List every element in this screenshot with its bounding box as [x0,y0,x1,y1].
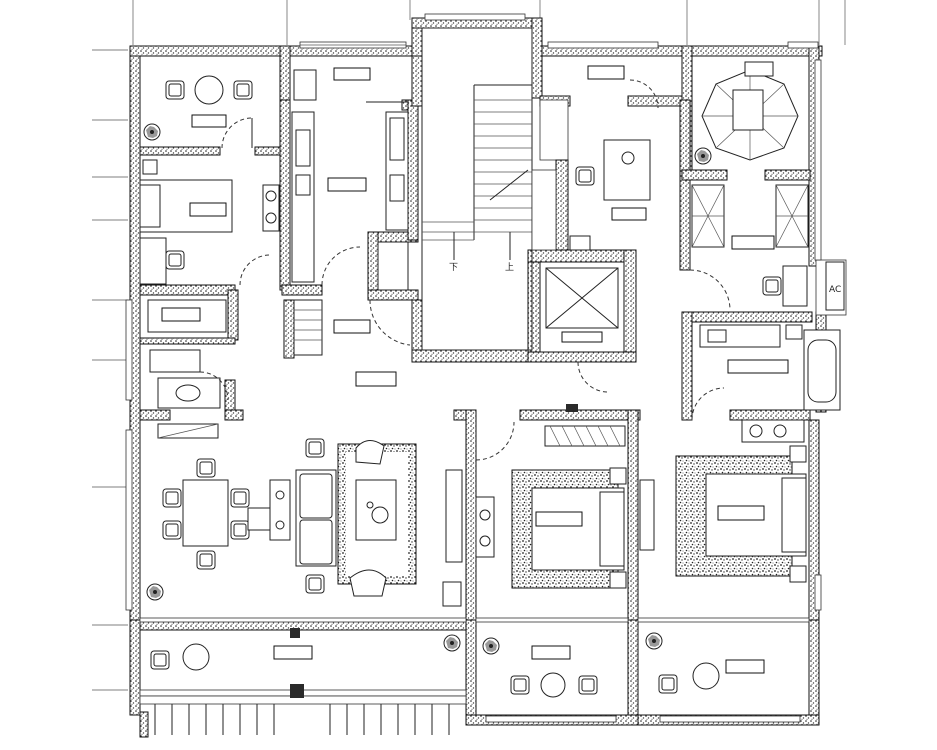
storage-room [293,241,411,356]
right-bathroom [691,324,841,421]
stair-up-marker: 上 [505,262,514,273]
upper-left-bedroom [139,159,280,286]
staircase: 下 上 [421,27,557,351]
kitchen [291,67,409,286]
stair-down-marker: 下 [449,263,458,273]
bottom-right-balcony [645,632,765,694]
top-left-nook [143,75,253,149]
right-closets: AC [689,184,845,311]
upper-right-terrace [694,61,799,165]
living-dining [146,371,463,607]
upper-mid-room [569,65,659,251]
right-bedroom [675,419,807,583]
corridor-doors [560,361,609,412]
bottom-left-balcony [150,634,461,671]
bottom-mid-balcony [482,637,598,698]
ac-label: AC [829,285,841,295]
dimension-ticks [92,0,846,691]
elevator [545,267,619,343]
middle-bedroom [475,421,655,589]
balcony-railing [139,628,467,738]
left-bathroom [147,299,229,409]
